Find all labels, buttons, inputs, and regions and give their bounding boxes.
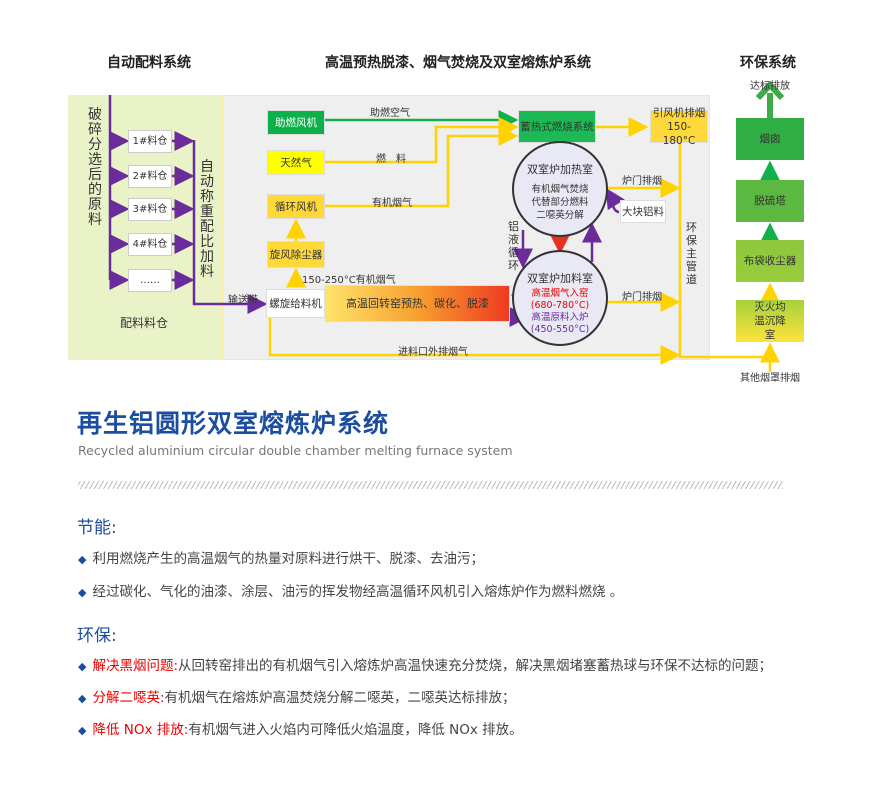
- diamond-bullet-icon: ◆: [78, 660, 87, 673]
- al-circulation-label: 铝液循环: [508, 220, 519, 272]
- env-heading: 环保:: [77, 626, 117, 646]
- charging-chamber: 双室炉加料室 高温烟气入窑 (680-780°C) 高温原料入炉 (450-55…: [512, 250, 608, 346]
- organic-gas-label: 有机烟气: [372, 198, 412, 209]
- charging-chamber-title: 双室炉加料室: [527, 272, 593, 285]
- diamond-bullet-icon: ◆: [78, 586, 87, 599]
- page-subtitle: Recycled aluminium circular double chamb…: [78, 443, 513, 458]
- heating-line-2: 代替部分燃料: [531, 197, 589, 208]
- flow-lines: [108, 80, 785, 372]
- heating-chamber: 双室炉加热室 有机烟气焚烧 代替部分燃料 二噁英分解: [512, 141, 608, 237]
- energy-heading: 节能:: [77, 518, 117, 538]
- energy-item-text: 经过碳化、气化的油漆、涂层、油污的挥发物经高温循环风机引入熔炼炉作为燃料燃烧 。: [92, 584, 624, 600]
- natural-gas-box: 天然气: [267, 150, 325, 175]
- rotary-kiln-box: 高温回转窑预热、碳化、脱漆: [325, 285, 510, 322]
- diamond-bullet-icon: ◆: [78, 724, 87, 737]
- batching-system-title: 自动配料系统: [107, 55, 191, 71]
- induced-fan-label: 引风机排烟: [652, 106, 706, 119]
- env-item: ◆ 解决黑烟问题:从回转窑排出的有机烟气引入熔炼炉高温快速充分焚烧，解决黑烟堵塞蓄…: [78, 654, 772, 674]
- hot-gas-temp: (680-780°C): [530, 300, 590, 311]
- combustion-air-label: 助燃空气: [370, 108, 410, 119]
- kiln-gas-label: 150-250°C有机烟气: [302, 275, 396, 286]
- env-item-key: 降低 NOx 排放:: [92, 722, 189, 738]
- conveyor-label: 输送带: [228, 295, 258, 306]
- diamond-bullet-icon: ◆: [78, 553, 87, 566]
- env-item-key: 分解二噁英:: [92, 690, 165, 706]
- energy-item: ◆ 经过碳化、气化的油漆、涂层、油污的挥发物经高温循环风机引入熔炼炉作为燃料燃烧 …: [78, 580, 623, 600]
- induced-fan-temp: 150-180°C: [662, 120, 696, 147]
- bin-3: 3#料仓: [128, 198, 172, 221]
- env-item-text: 有机烟气进入火焰内可降低火焰温度，降低 NOx 排放。: [188, 722, 523, 738]
- heating-line-3: 二噁英分解: [536, 210, 584, 221]
- fuel-label: 燃 料: [376, 154, 406, 165]
- env-item: ◆ 降低 NOx 排放:有机烟气进入火焰内可降低火焰温度，降低 NOx 排放。: [78, 718, 523, 738]
- weighing-label: 自动称重配比加料: [200, 159, 214, 280]
- bulk-al-box: 大块铝料: [620, 200, 666, 223]
- induced-fan-box: 引风机排烟 150-180°C: [650, 107, 708, 147]
- bin-2: 2#料仓: [128, 165, 172, 188]
- hot-material-label: 高温原料入炉: [531, 312, 589, 323]
- heating-line-1: 有机烟气焚烧: [531, 184, 589, 195]
- furnace-system-title: 高温预热脱漆、烟气焚烧及双室熔炼炉系统: [325, 55, 591, 71]
- bin-4: 4#料仓: [128, 233, 172, 256]
- bag-filter-box: 布袋收尘器: [736, 240, 804, 282]
- discharge-label: 达标排放: [750, 81, 790, 92]
- energy-item: ◆ 利用燃烧产生的高温烟气的热量对原料进行烘干、脱漆、去油污；: [78, 547, 484, 567]
- cyclone-box: 旋风除尘器: [267, 241, 325, 268]
- circulation-fan-box: 循环风机: [267, 194, 325, 219]
- env-item-key: 解决黑烟问题:: [92, 658, 179, 674]
- page-title: 再生铝圆形双室熔炼炉系统: [77, 409, 390, 438]
- heating-chamber-title: 双室炉加热室: [527, 163, 593, 176]
- diamond-bullet-icon: ◆: [78, 692, 87, 705]
- feed-exhaust-label: 进料口外排烟气: [398, 347, 468, 358]
- other-exhaust-label: 其他烟罩排烟: [740, 373, 800, 384]
- settling-box: 灭火均温沉降室: [736, 300, 804, 342]
- hot-material-temp: (450-550°C): [530, 324, 590, 335]
- bin-1: 1#料仓: [128, 130, 172, 153]
- env-item-text: 有机烟气在熔炼炉高温焚烧分解二噁英，二噁英达标排放；: [164, 690, 516, 706]
- combustion-fan-box: 助燃风机: [267, 110, 325, 135]
- main-duct-label: 环保主管道: [686, 221, 697, 286]
- chimney-box: 烟囱: [736, 118, 804, 160]
- bin-more: ……: [128, 269, 172, 292]
- env-item: ◆ 分解二噁英:有机烟气在熔炼炉高温焚烧分解二噁英，二噁英达标排放；: [78, 686, 516, 706]
- door-exhaust-top-label: 炉门排烟: [622, 176, 662, 187]
- screw-feeder-box: 螺旋给料机: [266, 289, 325, 318]
- env-item-text: 从回转窑排出的有机烟气引入熔炼炉高温快速充分焚烧，解决黑烟堵塞蓄热球与环保不达标…: [178, 658, 773, 674]
- raw-material-label: 破碎分选后的原料: [88, 107, 102, 228]
- desulfurization-box: 脱硫塔: [736, 180, 804, 222]
- energy-item-text: 利用燃烧产生的高温烟气的热量对原料进行烘干、脱漆、去油污；: [92, 551, 484, 567]
- door-exhaust-bottom-label: 炉门排烟: [622, 292, 662, 303]
- bin-area-label: 配料料仓: [120, 316, 169, 330]
- regenerative-system-box: 蓄热式燃烧系统: [518, 110, 596, 143]
- divider: [78, 481, 783, 489]
- environment-system-title: 环保系统: [740, 55, 796, 71]
- hot-gas-label: 高温烟气入窑: [531, 288, 589, 299]
